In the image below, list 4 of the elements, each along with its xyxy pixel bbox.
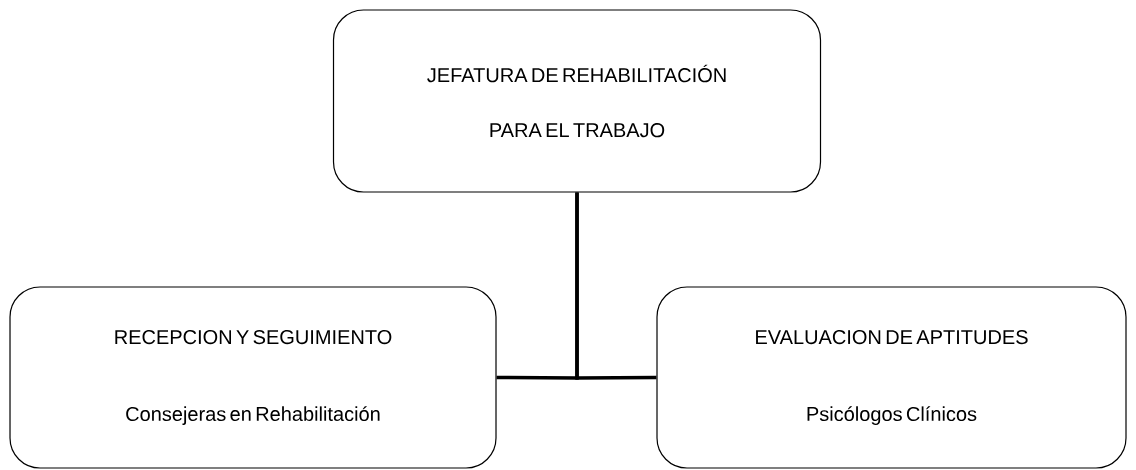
org-box: EVALUACION DE APTITUDES Psicólogos Clínicos [656,286,1127,469]
connector-line [575,192,657,380]
org-box: RECEPCION Y SEGUIMIENTO Consejeras en Rehabilitación [9,286,497,469]
org-box: JEFATURA DE REHABILITACIÓN PARA EL TRABAJO [332,9,822,193]
